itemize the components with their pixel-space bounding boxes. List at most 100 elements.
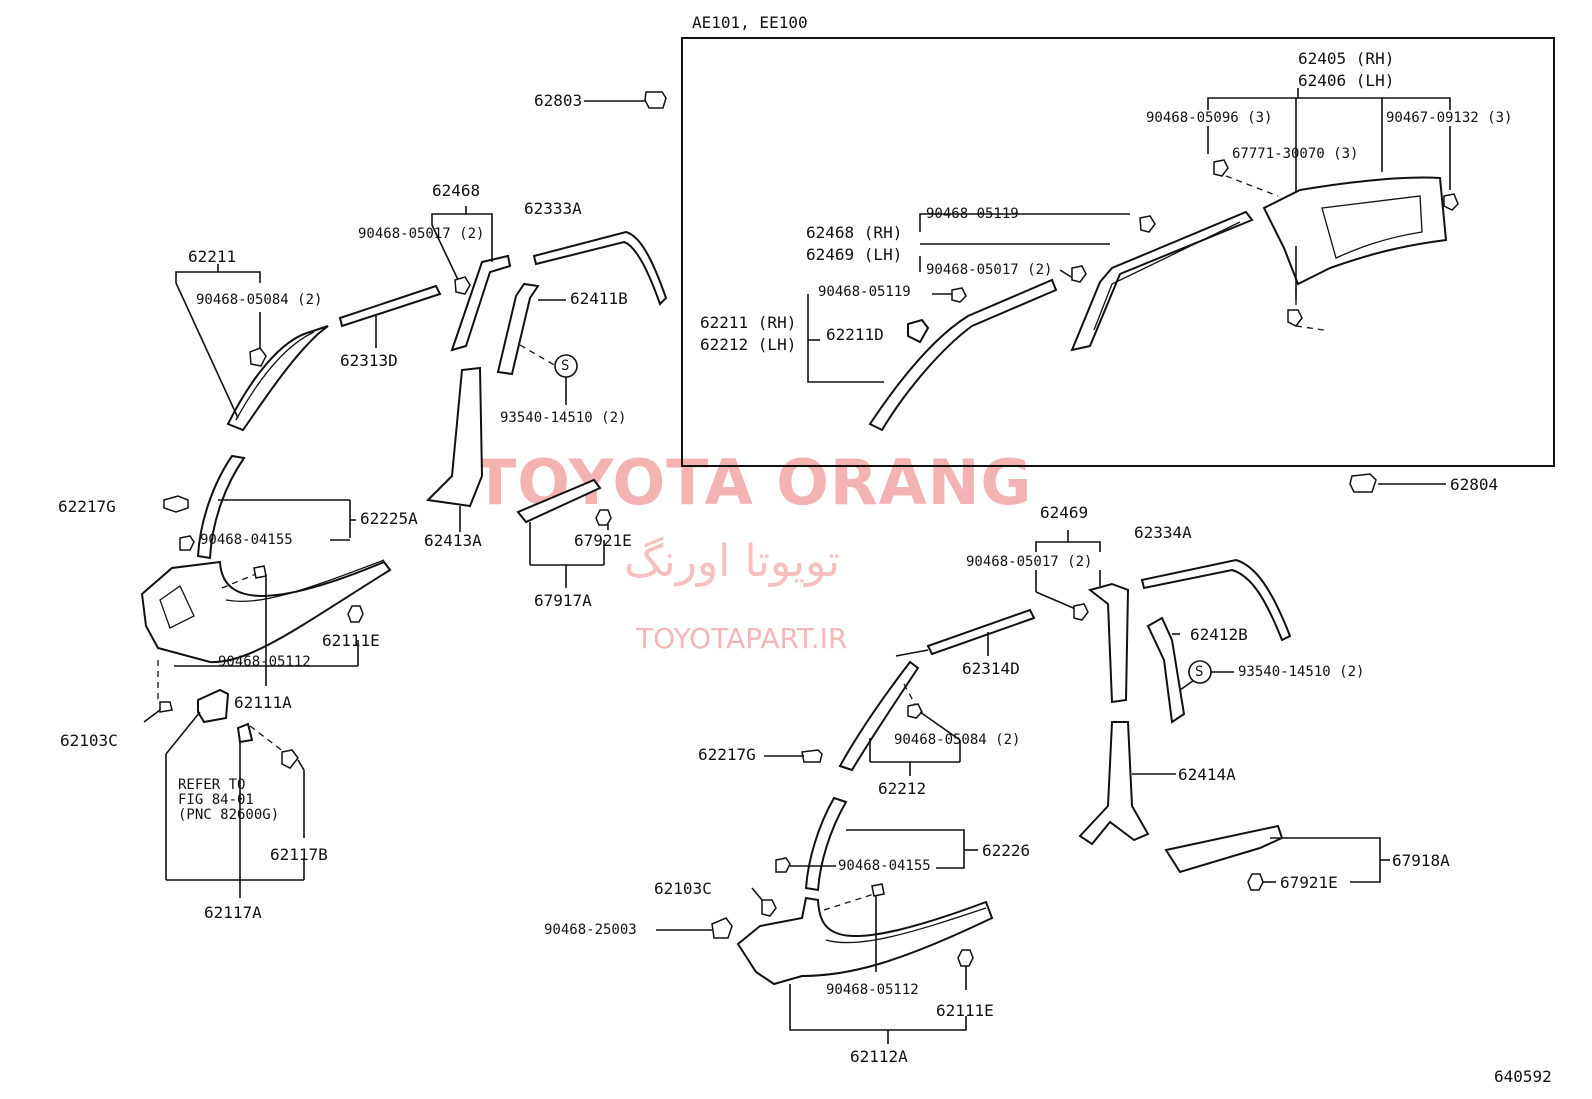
clip-90468-05096 <box>1213 159 1229 177</box>
trim-62225a <box>196 454 246 560</box>
label-90468-05119-b: 90468-05119 <box>818 284 911 300</box>
clip-90468-05084-left <box>249 347 267 367</box>
figure-number: 640592 <box>1494 1067 1552 1086</box>
label-62112a: 62112A <box>850 1047 908 1066</box>
clip-62117b <box>281 749 299 769</box>
clip-90468-05017-right <box>1073 603 1089 621</box>
b-pillar-lower-62414a <box>1078 721 1150 846</box>
scuff-plate-67917a <box>516 478 602 524</box>
label-62313d: 62313D <box>340 351 398 370</box>
b-pillar-lower-62413a <box>425 366 484 508</box>
clip-62103c-right <box>761 899 777 917</box>
label-62406: 62406 (LH) <box>1298 71 1395 90</box>
quarter-trim-62405 <box>1262 176 1448 286</box>
refer-note-line2: FIG 84-01 <box>178 792 254 808</box>
clip-62804 <box>1349 473 1377 493</box>
label-62469-inset: 62469 (LH) <box>806 245 903 264</box>
label-62414a: 62414A <box>1178 765 1236 784</box>
clip-90468-05119-b <box>951 287 967 303</box>
label-62334a: 62334A <box>1134 523 1192 542</box>
label-62469: 62469 <box>1040 503 1089 522</box>
label-62412b: 62412B <box>1190 625 1248 644</box>
label-62117a: 62117A <box>204 903 262 922</box>
label-62211-inset: 62211 (RH) <box>700 313 797 332</box>
clip-90468-05017-inset <box>1071 265 1087 283</box>
clip-67921e-right <box>1247 873 1264 891</box>
clip-62803 <box>644 91 667 109</box>
label-62212-inset: 62212 (LH) <box>700 335 797 354</box>
label-62411b: 62411B <box>570 289 628 308</box>
clip-62211d <box>907 318 930 344</box>
label-90468-05096: 90468-05096 (3) <box>1146 110 1273 126</box>
label-67918a: 67918A <box>1392 851 1450 870</box>
label-90468-05017-right: 90468-05017 (2) <box>966 554 1093 570</box>
label-90468-05017-left: 90468-05017 (2) <box>358 226 485 242</box>
label-90468-05112-left: 90468-05112 <box>218 654 311 670</box>
weatherstrip-62333a <box>532 230 668 306</box>
clip-67771-30070 <box>1287 309 1303 327</box>
label-62111e-right: 62111E <box>936 1001 994 1020</box>
label-67771-30070: 67771-30070 (3) <box>1232 146 1359 162</box>
label-90468-05084-right: 90468-05084 (2) <box>894 732 1021 748</box>
label-62468-inset: 62468 (RH) <box>806 223 903 242</box>
scuff-plate-67918a <box>1164 824 1284 874</box>
label-62405: 62405 (RH) <box>1298 49 1395 68</box>
label-62212: 62212 <box>878 779 927 798</box>
label-67921e-right: 67921E <box>1280 873 1338 892</box>
s-mark-right: S <box>1195 664 1204 680</box>
molding-62314d <box>926 608 1036 656</box>
label-62117b: 62117B <box>270 845 328 864</box>
b-pillar-upper-62468 <box>450 254 512 352</box>
a-pillar-trim <box>226 325 329 432</box>
clip-90468-25003 <box>711 917 733 939</box>
watermark-brand: TOYOTA ORANG <box>474 446 1033 519</box>
label-93540-14510-right: 93540-14510 (2) <box>1238 664 1365 680</box>
clip-90467-09132 <box>1443 193 1459 211</box>
s-mark-left: S <box>561 358 570 374</box>
label-62225a: 62225A <box>360 509 418 528</box>
weatherstrip-62334a <box>1140 558 1292 642</box>
clip-62111e-left <box>347 605 364 623</box>
b-pillar-upper-62469 <box>1087 582 1130 704</box>
inset-title: AE101, EE100 <box>692 13 808 32</box>
label-62468: 62468 <box>432 181 481 200</box>
label-62103c-left: 62103C <box>60 731 118 750</box>
refer-note-line1: REFER TO <box>178 777 246 793</box>
clip-62103c-left <box>159 701 173 713</box>
label-67921e-left: 67921E <box>574 531 632 550</box>
label-62226: 62226 <box>982 841 1031 860</box>
label-90468-05084-left: 90468-05084 (2) <box>196 292 323 308</box>
refer-note: REFER TO FIG 84-01 (PNC 82600G) <box>178 778 279 823</box>
label-90468-04155-right: 90468-04155 <box>838 858 931 874</box>
label-90468-05112-right: 90468-05112 <box>826 982 919 998</box>
label-90468-04155-left: 90468-04155 <box>200 532 293 548</box>
watermark-url: TOYOTAPART.IR <box>636 622 848 655</box>
label-62314d: 62314D <box>962 659 1020 678</box>
trim-62411b <box>496 282 540 376</box>
inset-frame <box>681 37 1555 467</box>
clip-67921e-left <box>595 509 612 526</box>
clip-62217g-left <box>163 495 189 513</box>
label-93540-14510-left: 93540-14510 (2) <box>500 410 627 426</box>
b-pillar-inset-62468 <box>1070 210 1254 352</box>
label-62111a: 62111A <box>234 693 292 712</box>
label-67917a: 67917A <box>534 591 592 610</box>
a-pillar-inset-62211 <box>868 278 1058 432</box>
label-62211: 62211 <box>188 247 237 266</box>
label-90468-25003: 90468-25003 <box>544 922 637 938</box>
label-62103c-right: 62103C <box>654 879 712 898</box>
molding-62313d <box>338 284 442 328</box>
trim-62226 <box>804 796 848 892</box>
clip-90468-04155-right <box>775 857 791 873</box>
label-62333a: 62333A <box>524 199 582 218</box>
label-62413a: 62413A <box>424 531 482 550</box>
label-62211d: 62211D <box>826 325 884 344</box>
clip-62117-small <box>236 722 254 744</box>
clip-90468-05084-right <box>907 703 923 719</box>
cover-62117a <box>197 688 230 724</box>
label-90467-09132: 90467-09132 (3) <box>1386 110 1513 126</box>
refer-note-line3: (PNC 82600G) <box>178 807 280 823</box>
label-90468-05017-inset: 90468-05017 (2) <box>926 262 1053 278</box>
clip-90468-05119-a <box>1139 215 1156 233</box>
